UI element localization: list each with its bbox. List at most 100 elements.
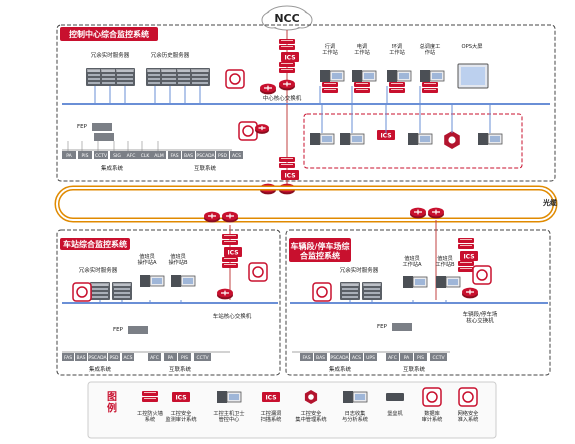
depot-integrated-item-label: PSCADA [330,355,349,361]
shield-frame [422,387,442,407]
cc-workstation-icon [352,70,377,82]
cc-realtime-server-icon [115,68,135,86]
ws-tower [217,391,227,403]
station-fep-label-line: FEP [113,327,124,333]
station-realtime-label-line: 冗余实时服务器 [79,266,118,274]
fw-brick [354,88,370,93]
station-title-text: 车站综合监控系统 [63,239,127,249]
fw-brick [422,82,438,87]
station-interconnected-label: 互联系统 [169,365,192,373]
legend-title: 图例 [107,391,117,415]
shield-ring [76,286,88,298]
rack-slot [364,296,380,298]
fw-hl [144,392,156,393]
station-integrated-item-label-line: PSCADA [88,355,107,361]
depot-operator-b-label-line: 值班员 [437,254,453,262]
cc-down-ics-icon: ICS [281,170,299,180]
rack-slot [102,78,118,80]
fiber-ring [54,185,558,223]
shield-ring [426,391,438,403]
depot-integrated-item-label-line: UPS [366,355,375,361]
station-integrated-item-label-line: FAS [64,355,72,361]
cc-history-label-line: 冗余历史服务器 [151,51,190,59]
depot-interconnected-item-label: CCTV [432,355,445,361]
rack-slot [102,74,118,76]
ics-bg [460,251,478,261]
ics-text: ICS [227,250,238,257]
depot-integrated-item [350,353,363,361]
fw-brick [142,397,158,402]
ws-tower [320,70,330,82]
rack-body [190,68,210,86]
rack-slot [342,288,358,290]
cc-interconnected-label: 互联系统 [194,164,217,172]
cc-workstation-label-line: 环调 [392,42,402,50]
cc-workstation-label-line: 工作站 [389,48,405,56]
cc-fep-label: FEP [77,124,88,130]
station-ics-icon: ICS [224,247,242,257]
depot-core-switch-label: 车辆段/停车场核心交换机 [463,310,498,324]
fw-hl [460,245,472,246]
depot-host-icon [312,282,332,302]
depot-interconnected-item [400,353,413,361]
fw-brick [458,238,474,243]
station-frame [56,229,281,376]
cc-workstation-label-line: 总调度工 [420,42,441,50]
cc-interconnected-item-label: BAS [184,153,193,159]
depot-interconnected-item-label-line: PA [404,355,410,361]
station-interconnected-item-label-line: AFC [150,355,159,361]
fw-brick [458,261,474,266]
ws-screen-inner [415,279,425,285]
cc-workstation-label-line: 电调 [357,42,367,50]
rack-body [362,282,382,300]
sw-arrows [283,81,291,87]
station-integrated-label: 集成系统 [89,365,112,373]
rack-body [340,282,360,300]
shield-frame [312,282,332,302]
cc-integrated-item-label-line: AFC [127,153,136,159]
depot-ws-icon [436,276,461,288]
ws-tower [478,133,488,145]
depot-integrated-item [330,353,349,361]
legend-firewall-icon [142,391,158,402]
cc-integrated-item [78,151,92,159]
legend-item-label: 数据库审计系统 [422,409,443,423]
cc-interconnected-item-label-line: PSD [218,153,228,159]
cc-integrated-item-label-line: CCTV [95,153,108,159]
ics-bg [262,392,280,402]
fw-brick [279,68,295,73]
ws-screen-inner [229,394,239,400]
cc-fep-box [94,133,114,141]
fw-brick [458,244,474,249]
center-audit-icon [225,69,245,89]
fw-hl [324,83,336,84]
depot-fep-label-line: FEP [377,324,388,330]
center-firewall-icon [279,39,295,50]
rack-top [116,69,134,72]
cc-workstation-icon [420,70,445,82]
fw-hl [424,83,436,84]
sw-arrows [208,213,216,219]
rack-body [112,282,132,300]
cc-integrated-item-label: SIG [113,153,121,159]
cc-integrated-item [110,151,124,159]
rack-body [115,68,135,86]
rack-slot [92,296,108,298]
station-integrated-label-line: 集成系统 [89,365,112,373]
legend-item-label-line: 与分析系统 [342,415,368,423]
fw-hl [460,239,472,240]
cc-history-label: 冗余历史服务器 [151,51,190,59]
shield-ring [316,286,328,298]
station-fiber-router-icon [204,211,220,223]
ics-bg [281,52,299,62]
cc-integrated-item-label: CCTV [95,153,108,159]
cc-integrated-item-label: PIS [82,153,89,159]
fiber-label-line: 光缆 [542,198,557,207]
rack-slot [114,292,130,294]
station-title-text-line: 车站综合监控系统 [63,239,127,249]
legend-host-guard-icon [217,391,242,403]
station-fiber-router-icon [222,211,238,223]
station-core-switch-label-line: 车站核心交换机 [213,312,252,320]
ics-text: ICS [463,254,474,261]
